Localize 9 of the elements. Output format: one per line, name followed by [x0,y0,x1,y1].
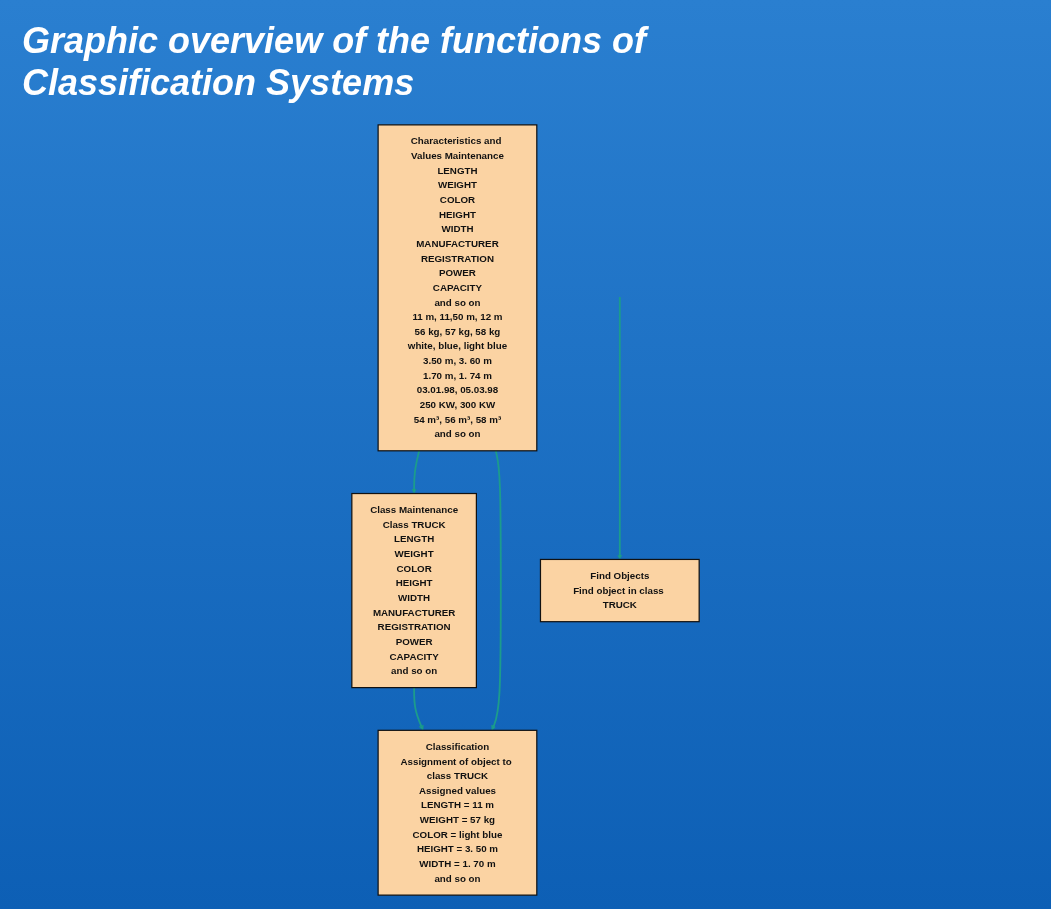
title: Graphic overview of the functions of Classification Systems [22,20,650,104]
arrow [413,686,424,731]
arrow [491,449,502,731]
node-box: Characteristics and Values Maintenance LENGTH WEIGHT COLOR HEIGHT WIDTH MANUFACTURER REGISTRATION POWER CAPACITY and so on 11 m, 11,50 m, 12 m 56 kg, 57 kg, 58 kg white, blue, light blue 3.50 m, 3. 60 m 1.70 m, 1. 74 m 03.01.98, 05.03.98 250 KW, 300 KW 54 m³, 56 m³, 58 m³ and so on [377,124,538,452]
arrow [617,296,623,560]
node-box: Find Objects Find object in class TRUCK [539,558,700,623]
node-box: Classification Assignment of object to class TRUCK Assigned values LENGTH = 11 m WEIGHT = 57 kg COLOR = light blue HEIGHT = 3. 50 m WIDTH = 1. 70 m and so on [377,729,538,896]
node-box: Class Maintenance Class TRUCK LENGTH WEIGHT COLOR HEIGHT WIDTH MANUFACTURER REGISTRATION POWER CAPACITY and so on [351,492,477,689]
arrow [411,449,421,494]
